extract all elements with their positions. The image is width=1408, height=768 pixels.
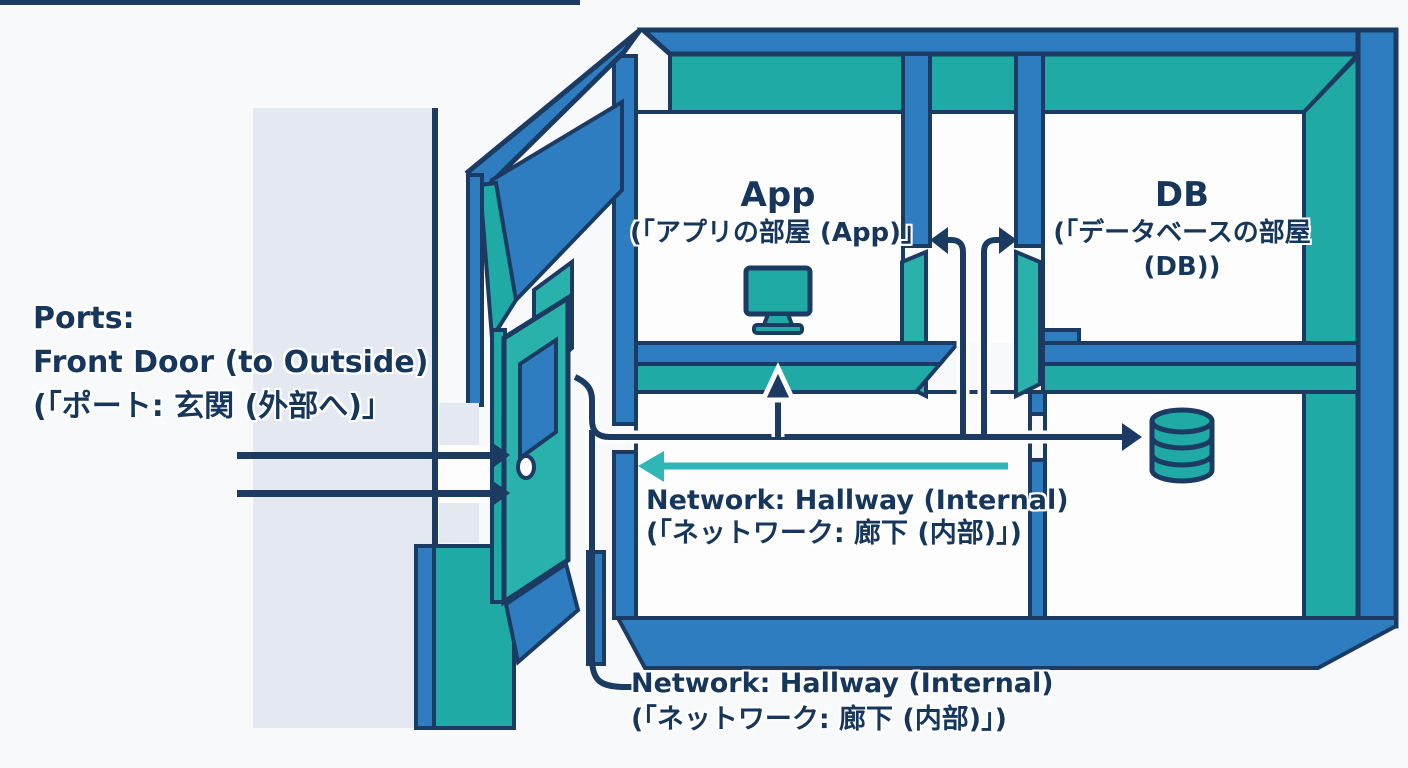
hallway-label: Network: Hallway (Internal) (「ネットワーク: 廊下… <box>646 484 1069 550</box>
port-arrow-1-head <box>490 441 510 470</box>
ports-label: Ports: Front Door (to Outside) (「ポート: 玄関… <box>33 297 428 429</box>
db-floor-band-front <box>1041 341 1360 366</box>
ports-label-line3: (「ポート: 玄関 (外部へ)」 <box>33 389 393 424</box>
door-knob <box>516 454 536 480</box>
monitor-base <box>752 323 804 335</box>
hallway-callout-line2: (「ネットワーク: 廊下 (内部)」) <box>631 704 1007 735</box>
hallway-label-line1: Network: Hallway (Internal) <box>646 485 1069 516</box>
door-bottom-edge <box>503 560 581 666</box>
app-room-title: App <box>740 175 816 215</box>
corridor-right-door-leaf <box>1014 249 1042 400</box>
right-side-wall <box>1302 51 1360 620</box>
db-cylinder-icon <box>1149 407 1215 484</box>
inbound-port-arrows <box>237 441 510 508</box>
hallway-main-line <box>573 374 1124 440</box>
port-arrow-1-shaft <box>237 452 493 459</box>
ports-label-line1: Ports: <box>33 301 135 336</box>
hook-arrow-left <box>946 237 966 434</box>
bottom-wall-band <box>614 616 1398 670</box>
door-leaf <box>501 293 571 607</box>
door-frame-left-post <box>466 173 484 407</box>
building-structure <box>612 27 1399 670</box>
hallway-label-line2: (「ネットワーク: 廊下 (内部)」) <box>646 518 1022 549</box>
db-cylinder-seam-2 <box>1149 453 1215 468</box>
front-door <box>490 258 606 666</box>
db-room-subtitle2: (DB)) <box>1143 252 1221 282</box>
app-room-label: App (「アプリの部屋 (App)」 <box>630 175 928 248</box>
hook-arrow-right <box>981 237 1001 434</box>
port-arrow-2-shaft <box>237 490 493 497</box>
db-floor-band-top <box>1041 362 1360 394</box>
app-arrow-head <box>759 362 797 403</box>
port-arrow-2-head <box>490 479 510 508</box>
db-cylinder-seam-1 <box>1149 436 1215 451</box>
monitor-screen <box>743 265 813 317</box>
db-room-title: DB <box>1154 175 1210 215</box>
app-computer-icon <box>743 265 813 335</box>
callout-connector-line <box>589 430 633 690</box>
top-border-line <box>0 0 580 5</box>
door-window <box>518 336 558 462</box>
hallway-callout-line1: Network: Hallway (Internal) <box>631 668 1054 699</box>
app-floor-band-top <box>634 362 945 394</box>
ports-label-line2: Front Door (to Outside) <box>33 345 429 380</box>
db-room-label: DB (「データベースの部屋 (DB)) <box>1030 178 1334 280</box>
entry-corner <box>439 28 643 543</box>
corridor-left-wall <box>901 52 932 248</box>
hook-arrow-left-head <box>930 227 948 254</box>
lower-divider-upper <box>1028 390 1047 416</box>
app-floor-band-front <box>634 341 963 366</box>
hallway-teal-arrow-head <box>638 451 664 482</box>
db-cylinder-top <box>1149 407 1215 435</box>
entry-wall-teal-sliver <box>477 180 519 345</box>
app-room-subtitle: (「アプリの部屋 (App)」 <box>630 218 928 248</box>
db-room-subtitle: (「データベースの部屋 <box>1053 218 1311 248</box>
db-arrow-head <box>1122 423 1142 451</box>
outside-wall <box>253 108 438 728</box>
hallway-callout-label: Network: Hallway (Internal) (「ネットワーク: 廊下… <box>631 666 1054 738</box>
right-wall-band <box>1355 27 1399 629</box>
top-wall-band <box>636 27 1399 57</box>
hook-arrow-right-head <box>999 227 1017 254</box>
left-wall-bar-lower <box>612 450 638 620</box>
network-connectors <box>572 227 1142 690</box>
corridor-right-wall <box>1014 52 1045 248</box>
